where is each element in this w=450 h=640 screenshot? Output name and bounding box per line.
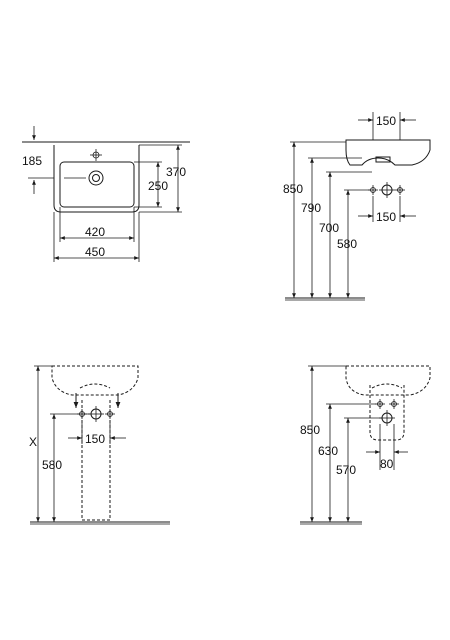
front-view: 150 850 790 700 580: [283, 112, 431, 301]
dim-x-label: X: [29, 435, 37, 449]
dim-150-label: 150: [376, 210, 396, 224]
basin-overflow: [375, 156, 391, 163]
basin-front-outline: [345, 139, 431, 166]
pedestal-view: X 580 150: [29, 365, 170, 525]
dim-580-label: 580: [42, 458, 62, 472]
dim-850-label: 850: [300, 423, 320, 437]
supply-left-icon: [375, 399, 385, 409]
basin-bowl: [59, 161, 135, 208]
top-view: 185 370 250 420 450: [22, 126, 190, 262]
supply-right-icon: [105, 409, 115, 419]
basin-dashed-outline: [51, 365, 139, 396]
tap-hole-icon: [90, 149, 102, 161]
semi-pedestal-dashed-outline: [369, 385, 405, 441]
pedestal-dashed-outline: [81, 400, 111, 521]
waste-connection-icon: [379, 182, 395, 198]
basin-outline: [53, 145, 140, 213]
dim-450-label: 450: [85, 245, 105, 259]
basin-dashed-outline: [345, 365, 431, 396]
dim-580-label: 580: [337, 237, 357, 251]
semi-pedestal-view: 850 630 570 80: [300, 365, 431, 525]
dim-630-label: 630: [318, 444, 338, 458]
dim-370-label: 370: [166, 165, 186, 179]
waste-connection-icon: [88, 406, 104, 422]
drain-icon: [64, 170, 104, 186]
supply-right-icon: [389, 399, 399, 409]
basin-drain-dashed: [371, 383, 403, 389]
dim-790-label: 790: [301, 201, 321, 215]
dim-250-label: 250: [148, 179, 168, 193]
dim-570-label: 570: [336, 463, 356, 477]
dim-80-label: 80: [380, 457, 394, 471]
supply-right-icon: [395, 185, 405, 195]
dim-185-label: 185: [22, 154, 42, 168]
dim-850-label: 850: [283, 182, 303, 196]
dim-420-label: 420: [85, 225, 105, 239]
dim-150-top-label: 150: [376, 114, 396, 128]
basin-drain-dashed: [79, 383, 111, 389]
dim-700-label: 700: [319, 221, 339, 235]
dim-150-label: 150: [85, 432, 105, 446]
supply-left-icon: [368, 185, 378, 195]
